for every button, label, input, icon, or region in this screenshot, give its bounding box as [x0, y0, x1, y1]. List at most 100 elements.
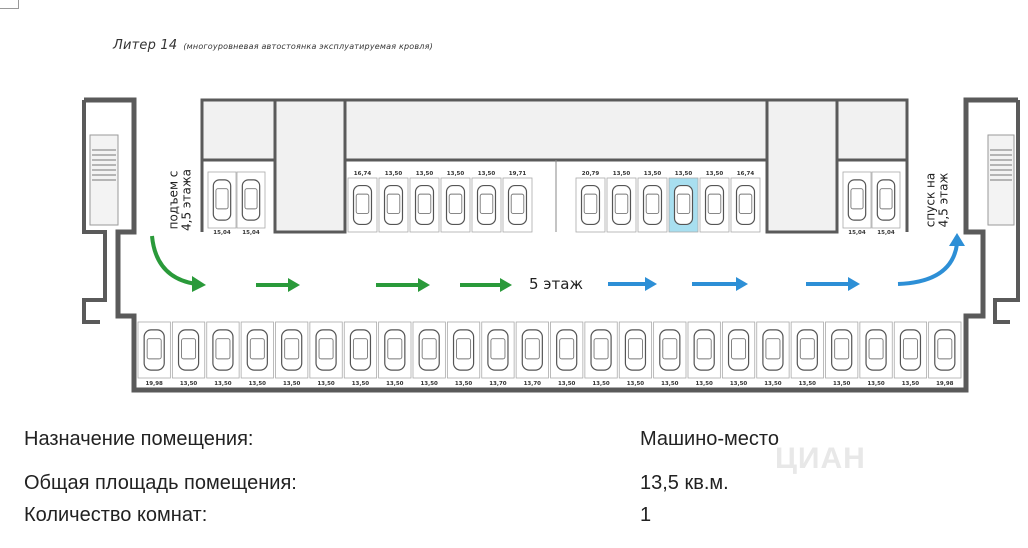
parking-space	[236, 171, 266, 229]
ramp-label-line: спуск на	[924, 173, 938, 227]
parking-space	[309, 321, 343, 379]
car-icon	[796, 329, 818, 371]
car-icon	[934, 329, 956, 371]
car-roof	[456, 338, 472, 360]
space-area-label: 19,71	[509, 171, 527, 177]
space-area-label: 13,50	[627, 381, 645, 387]
structural-block	[765, 98, 839, 234]
parking-space	[790, 321, 824, 379]
car-roof	[614, 193, 629, 215]
car-icon	[383, 184, 404, 226]
rooms-value: 1	[640, 504, 652, 526]
space-area-label: 13,50	[592, 381, 610, 387]
purpose-value: Машино-место	[640, 428, 779, 450]
parking-space	[721, 321, 756, 379]
car-roof	[583, 193, 598, 215]
car-roof	[645, 193, 660, 215]
space-area-label: 13,50	[317, 381, 335, 387]
structural-block	[835, 98, 909, 162]
parking-space	[637, 177, 668, 233]
car-icon	[580, 184, 601, 226]
car-roof	[627, 338, 643, 360]
car-icon	[281, 329, 303, 371]
curved-arrow-up-ramp	[150, 235, 206, 292]
car-icon	[865, 329, 887, 371]
car-icon	[177, 329, 200, 371]
space-area-label: 13,50	[478, 171, 496, 177]
car-icon	[624, 329, 647, 371]
parking-space	[699, 177, 730, 233]
arrow-head	[192, 276, 206, 292]
car-roof	[799, 338, 815, 360]
traffic-arrow	[608, 277, 657, 291]
space-area-label: 13,70	[489, 381, 507, 387]
space-area-label: 13,50	[730, 381, 748, 387]
car-roof	[696, 338, 712, 360]
space-area-label: 13,50	[416, 171, 434, 177]
space-area-label: 16,74	[354, 171, 372, 177]
car-roof	[417, 193, 432, 215]
space-area-label: 16,74	[737, 171, 755, 177]
arrow-shaft	[150, 235, 197, 286]
arrow-head	[645, 277, 657, 291]
car-icon	[418, 329, 440, 371]
car-icon	[642, 184, 663, 226]
car-roof	[284, 338, 300, 360]
parking-space	[668, 177, 699, 233]
car-icon	[659, 329, 681, 371]
space-area-label: 15,04	[848, 230, 866, 236]
space-area-label: 13,50	[695, 381, 713, 387]
car-roof	[421, 338, 437, 360]
parking-space	[378, 321, 412, 379]
car-roof	[387, 338, 403, 360]
space-area-label: 15,04	[877, 230, 895, 236]
parking-space	[440, 177, 471, 233]
parking-space	[756, 321, 790, 379]
space-area-label: 13,50	[249, 381, 267, 387]
traffic-arrows	[150, 233, 965, 292]
car-icon	[673, 184, 694, 226]
ramp-label-line: 4,5 этажа	[180, 169, 194, 231]
arrow-head	[736, 277, 748, 291]
car-roof	[510, 193, 525, 215]
structural-block	[200, 98, 277, 162]
car-roof	[559, 338, 575, 360]
car-icon	[315, 329, 337, 371]
parking-space	[893, 321, 928, 379]
area-label: Общая площадь помещения:	[24, 472, 297, 494]
car-roof	[731, 338, 747, 360]
ramp-label-line: подъем с	[167, 171, 181, 230]
arrow-head	[949, 233, 965, 246]
car-roof	[215, 338, 231, 360]
car-icon	[521, 329, 543, 371]
car-roof	[490, 338, 506, 360]
space-area-label: 15,04	[242, 230, 260, 236]
parking-space	[687, 321, 721, 379]
space-area-label: 13,70	[524, 381, 542, 387]
parking-space	[137, 321, 171, 379]
car-icon	[487, 329, 509, 371]
plan-title-subtitle: (многоуровневая автостоянка эксплуатируе…	[183, 42, 433, 51]
parking-space	[207, 171, 237, 229]
space-area-label: 13,50	[214, 381, 232, 387]
ramp-label-line: 4,5 этаж	[937, 172, 951, 227]
parking-space	[584, 321, 618, 379]
parking-space	[275, 321, 309, 379]
space-area-label: 13,50	[867, 381, 885, 387]
space-area-label: 13,50	[180, 381, 198, 387]
space-area-label: 13,50	[902, 381, 920, 387]
parking-space	[206, 321, 240, 379]
parking-space	[446, 321, 481, 379]
car-roof	[676, 193, 691, 215]
car-roof	[662, 338, 678, 360]
car-roof	[448, 193, 463, 215]
car-roof	[386, 193, 401, 215]
car-icon	[762, 329, 784, 371]
car-icon	[693, 329, 715, 371]
space-area-label: 13,50	[833, 381, 851, 387]
car-icon	[727, 329, 750, 371]
outer-wall	[84, 97, 1018, 393]
arrow-shaft	[897, 243, 959, 286]
